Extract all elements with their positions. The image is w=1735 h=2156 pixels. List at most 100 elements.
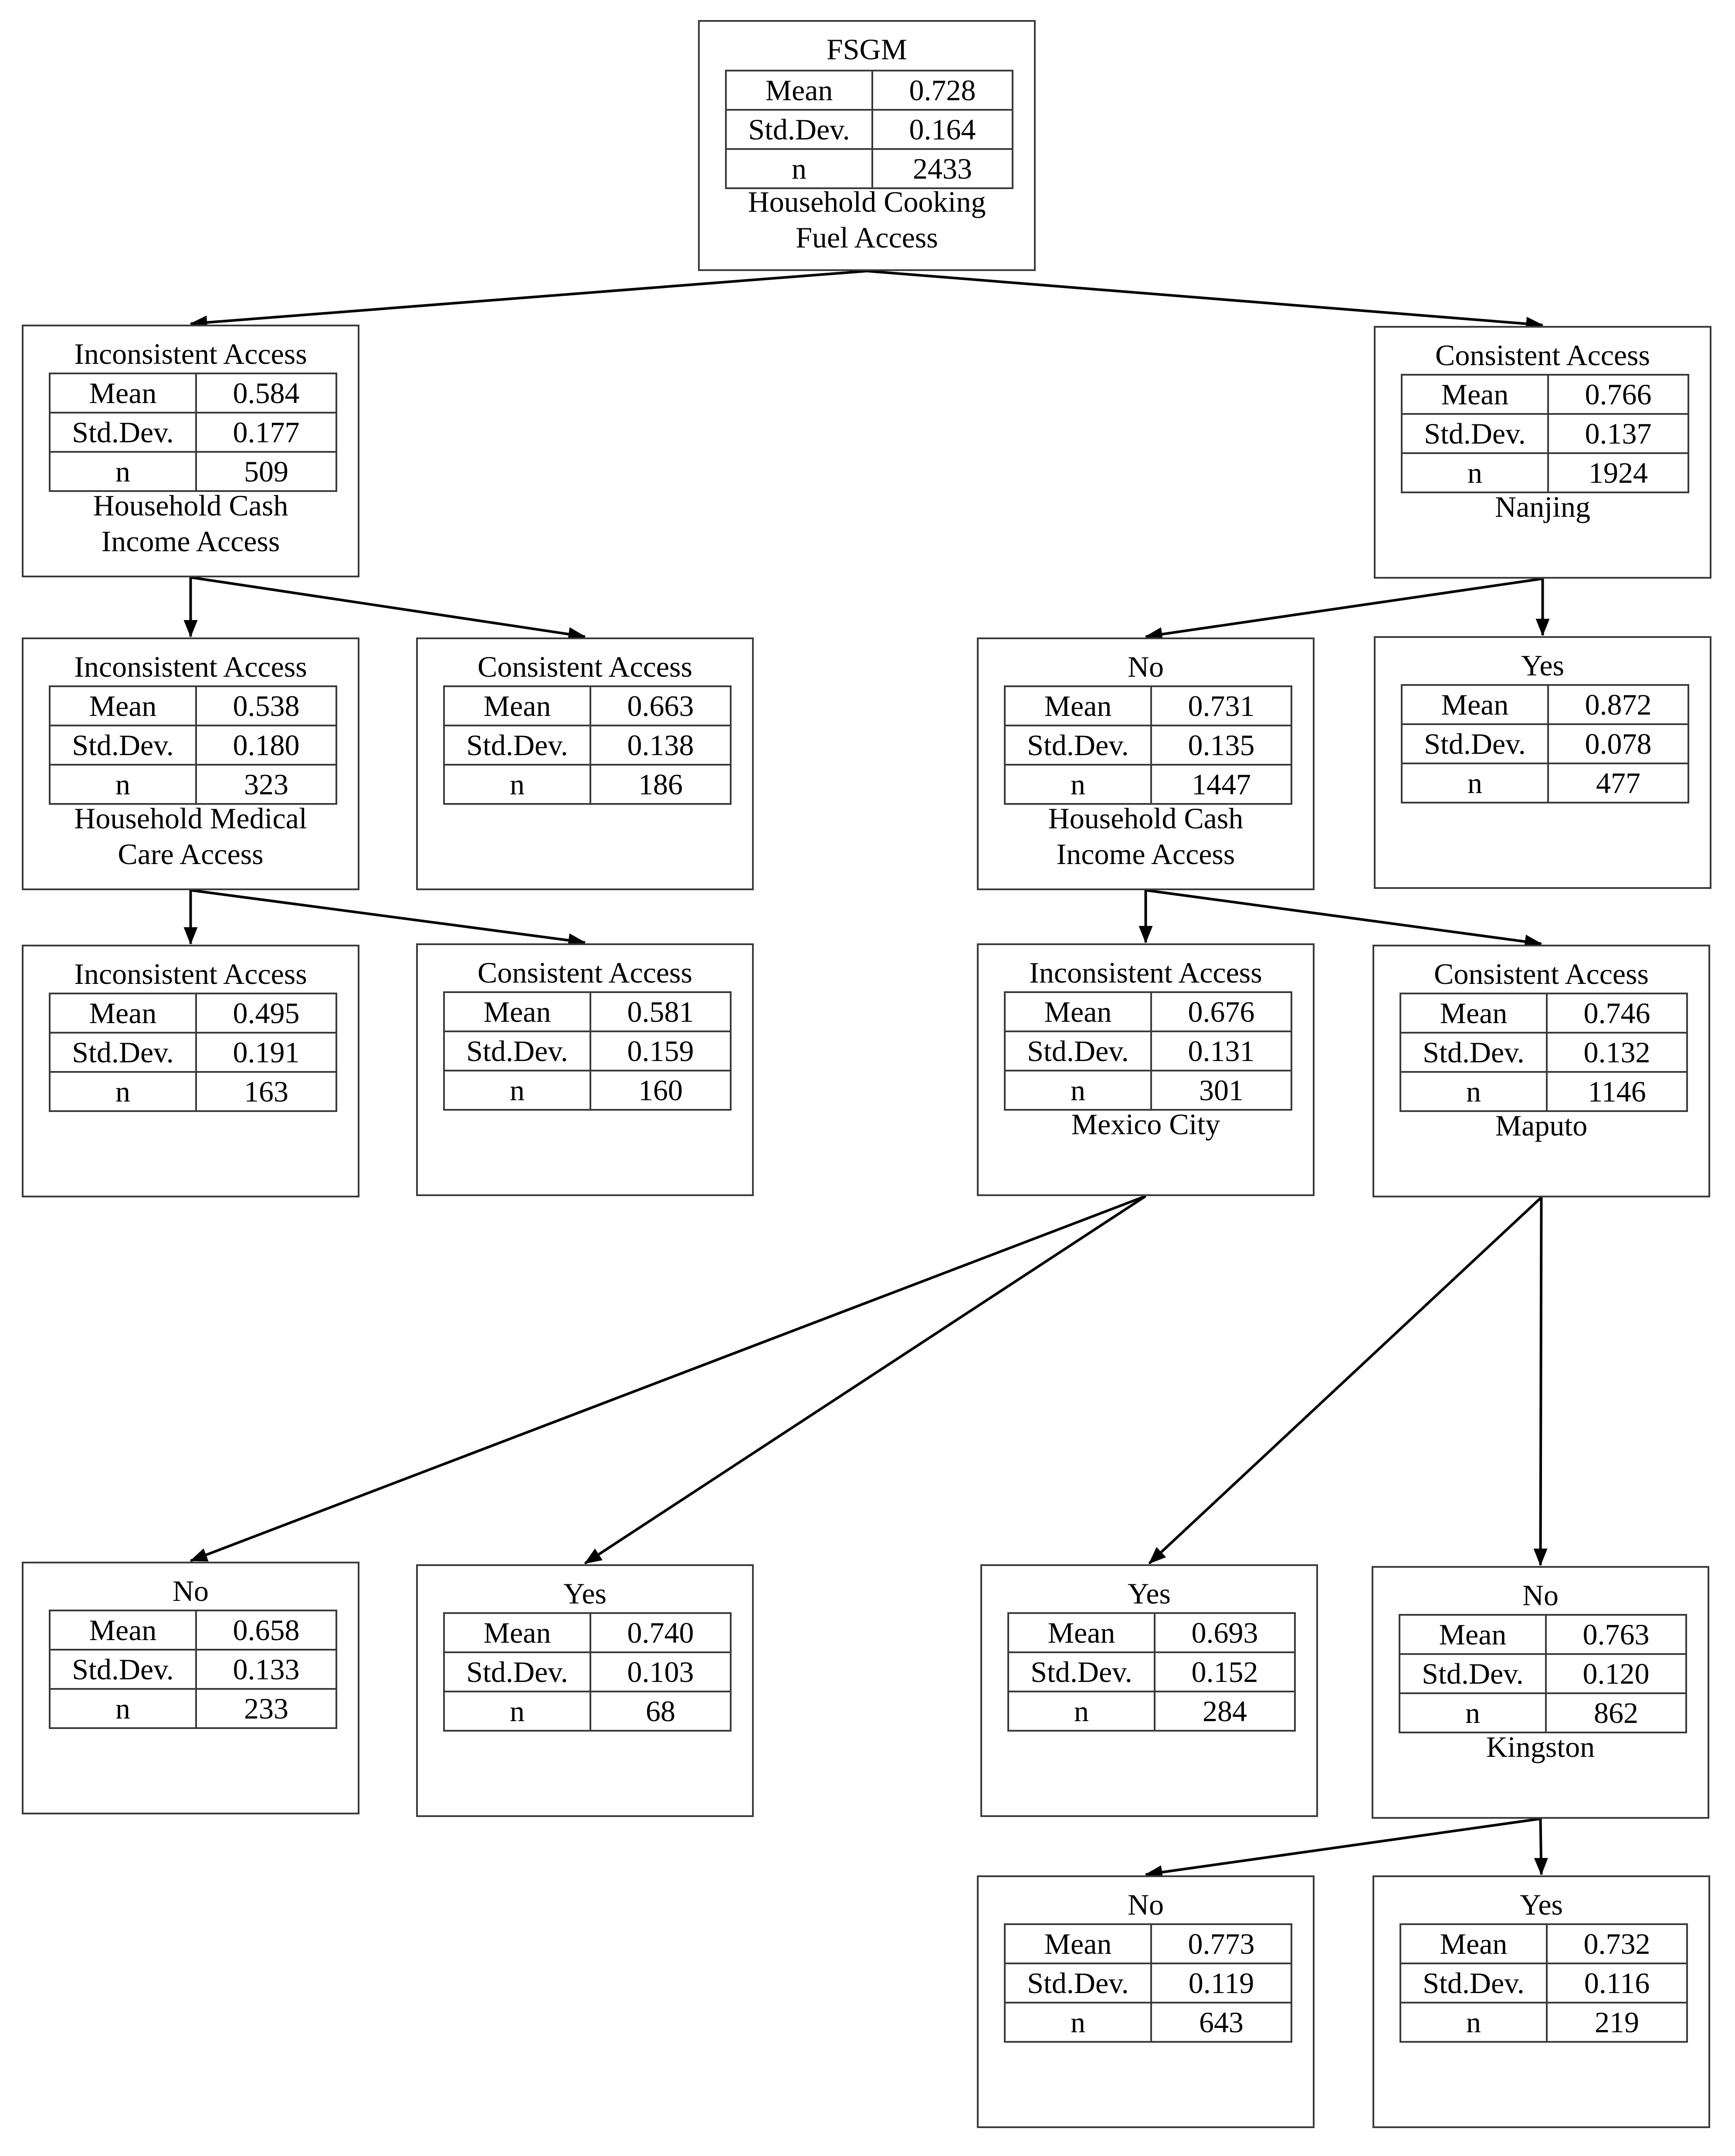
stat-value-mean: 0.740: [590, 1612, 732, 1653]
stat-label-std: Std.Dev.: [725, 109, 873, 150]
stat-value-n: 643: [1150, 2002, 1292, 2043]
stat-label-mean: Mean: [49, 993, 197, 1034]
stat-value-std: 0.137: [1547, 413, 1689, 454]
stat-label-n: n: [1400, 1071, 1548, 1112]
stat-value-n: 1146: [1546, 1071, 1688, 1112]
stat-label-mean: Mean: [1401, 684, 1549, 725]
stat-label-std: Std.Dev.: [443, 1031, 591, 1071]
stat-label-std: Std.Dev.: [1401, 723, 1549, 764]
stat-value-std: 0.131: [1150, 1031, 1292, 1071]
stat-label-mean: Mean: [1004, 685, 1152, 726]
node-split-variable: Household Medical Care Access: [74, 802, 307, 871]
edge-cash-inc-to-mex-no: [190, 1195, 1146, 1562]
stat-label-n: n: [1004, 2002, 1152, 2043]
stat-label-std: Std.Dev.: [1400, 1963, 1548, 2003]
edge-cash-con-to-map-yes: [1148, 1196, 1542, 1565]
stat-value-std: 0.133: [195, 1649, 337, 1690]
stat-label-n: n: [1400, 2002, 1548, 2043]
stat-label-std: Std.Dev.: [1004, 1031, 1152, 1071]
node-split-variable: Kingston: [1486, 1730, 1595, 1763]
stat-value-n: 163: [195, 1071, 337, 1112]
node-title: Consistent Access: [478, 650, 692, 683]
node-title: Inconsistent Access: [74, 957, 307, 990]
stat-value-mean: 0.693: [1154, 1612, 1296, 1653]
stat-value-n: 160: [590, 1070, 732, 1111]
stat-value-std: 0.119: [1150, 1963, 1292, 2003]
stat-value-mean: 0.538: [195, 685, 337, 726]
stat-label-mean: Mean: [1004, 991, 1152, 1032]
stat-value-n: 1447: [1150, 764, 1292, 805]
stat-label-n: n: [49, 451, 197, 492]
stat-value-n: 186: [590, 764, 732, 805]
stat-value-std: 0.191: [195, 1032, 337, 1073]
stat-value-mean: 0.773: [1150, 1923, 1292, 1964]
stat-label-std: Std.Dev.: [1007, 1651, 1156, 1692]
stat-label-std: Std.Dev.: [1400, 1032, 1548, 1073]
stat-value-mean: 0.584: [195, 373, 337, 414]
stat-value-mean: 0.746: [1546, 993, 1688, 1034]
stat-value-n: 68: [590, 1691, 732, 1732]
stat-value-std: 0.138: [590, 725, 732, 766]
stat-label-std: Std.Dev.: [443, 725, 591, 766]
node-title: Consistent Access: [1435, 339, 1650, 372]
stat-value-mean: 0.495: [195, 993, 337, 1034]
stat-value-std: 0.152: [1154, 1651, 1296, 1692]
stat-label-mean: Mean: [443, 991, 591, 1032]
stat-value-n: 509: [195, 451, 337, 492]
node-title: Yes: [1521, 649, 1564, 682]
stat-label-std: Std.Dev.: [1399, 1653, 1547, 1694]
stat-label-std: Std.Dev.: [443, 1651, 591, 1692]
node-split-variable: Household Cooking Fuel Access: [748, 185, 986, 254]
node-title: Yes: [563, 1577, 607, 1610]
stat-value-n: 323: [195, 764, 337, 805]
edge-nanjing-no-to-cash-con: [1145, 889, 1542, 949]
stat-label-n: n: [443, 764, 591, 805]
stat-label-n: n: [1007, 1691, 1156, 1732]
stat-label-mean: Mean: [49, 1610, 197, 1651]
stat-label-mean: Mean: [1401, 374, 1549, 415]
stat-label-n: n: [1004, 764, 1152, 805]
node-title: No: [1127, 1888, 1164, 1921]
stat-label-mean: Mean: [443, 1612, 591, 1653]
node-title: Consistent Access: [1434, 957, 1649, 990]
stat-label-n: n: [443, 1070, 591, 1111]
node-split-variable: Mexico City: [1071, 1108, 1220, 1141]
stat-value-n: 301: [1150, 1070, 1292, 1111]
stat-label-std: Std.Dev.: [49, 1649, 197, 1690]
node-split-variable: Household Cash Income Access: [1048, 802, 1244, 871]
node-split-variable: Household Cash Income Access: [93, 489, 288, 558]
node-title: FSGM: [826, 33, 908, 66]
stat-label-n: n: [1401, 452, 1549, 493]
edge-inc-to-inc-con: [190, 576, 586, 641]
node-title: Inconsistent Access: [1029, 956, 1262, 989]
stat-value-std: 0.159: [590, 1031, 732, 1071]
stat-label-n: n: [49, 1688, 197, 1729]
edge-cash-con-to-map-no: [1533, 1197, 1548, 1566]
stat-value-mean: 0.766: [1547, 374, 1689, 415]
stat-value-n: 477: [1547, 763, 1689, 803]
